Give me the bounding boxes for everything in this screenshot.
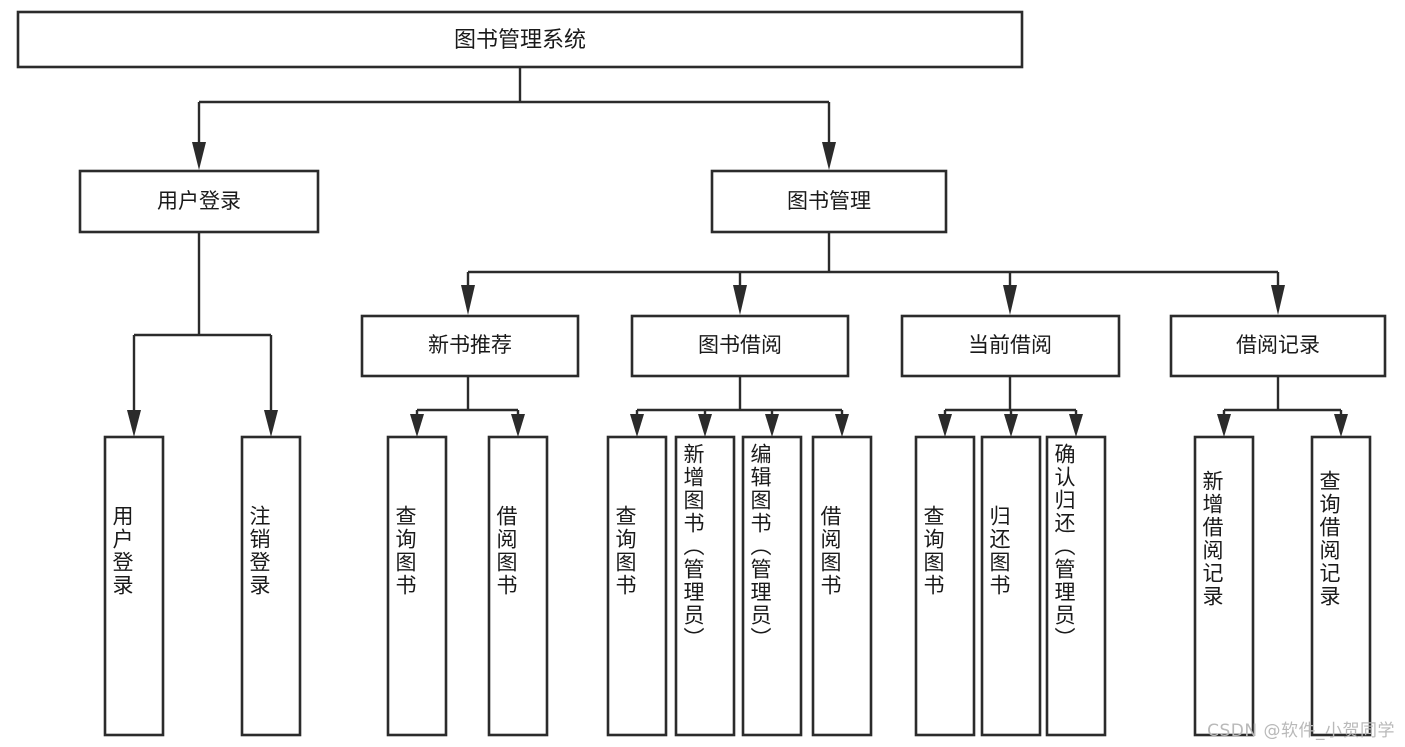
node-book-manage-box[interactable] [710,169,948,234]
node-leaf-borrow-edit-box[interactable] [741,435,803,737]
arrow-to-leaf-user-login [127,410,141,437]
arrow-to-leaf-rec-borrow [511,414,525,437]
arrow-to-leaf-rec-query2 [1334,414,1348,437]
node-current-borrow-label: 当前借阅 [968,333,1052,357]
arrow-to-leaf-cur-return [1004,414,1018,437]
arrow-to-leaf-rec-add [1217,414,1231,437]
node-leaf-user-login-box[interactable] [103,435,165,737]
connector-layer [127,67,1348,437]
node-leaf-borrow-add-box[interactable] [674,435,736,737]
node-leaf-rec-add-box[interactable] [1193,435,1255,737]
node-user-login-box[interactable] [78,169,320,234]
arrow-to-leaf-borrow-query [630,414,644,437]
node-leaf-borrow-lend-box[interactable] [811,435,873,737]
node-leaf-cur-query-box[interactable] [914,435,976,737]
arrow-to-leaf-borrow-edit [765,414,779,437]
node-leaf-rec-query-box[interactable] [386,435,448,737]
arrow-to-leaf-borrow-add [698,414,712,437]
node-book-borrow-label: 图书借阅 [698,333,782,357]
arrow-to-leaf-user-logout [264,410,278,437]
node-current-borrow-box[interactable] [900,314,1121,378]
node-layer: 图书管理系统 用户登录 图书管理 新书推荐 图书借阅 当前借阅 借阅记录 [16,10,1387,737]
node-leaf-cur-confirm-box[interactable] [1045,435,1107,737]
node-book-manage-label: 图书管理 [787,189,871,213]
arrow-to-leaf-cur-confirm [1069,414,1083,437]
node-book-borrow-box[interactable] [630,314,850,378]
node-new-book-rec-box[interactable] [360,314,580,378]
csdn-watermark: CSDN @软件_小贺同学 [1207,721,1395,741]
node-leaf-rec-borrow-box[interactable] [487,435,549,737]
arrow-to-leaf-borrow-lend [835,414,849,437]
arrow-to-leaf-rec-query [410,414,424,437]
node-borrow-record-label: 借阅记录 [1236,333,1320,357]
node-leaf-user-logout-box[interactable] [240,435,302,737]
node-borrow-record-box[interactable] [1169,314,1387,378]
arrow-to-book-manage [822,142,836,170]
node-new-book-rec-label: 新书推荐 [428,333,512,357]
arrow-to-new-book-rec [461,285,475,315]
node-leaf-borrow-query-box[interactable] [606,435,668,737]
arrow-to-current-borrow [1003,285,1017,315]
arrow-to-borrow-record [1271,285,1285,315]
arrow-to-user-login [192,142,206,170]
node-root-box[interactable] [16,10,1024,69]
arrow-to-book-borrow [733,285,747,315]
node-root-label: 图书管理系统 [454,28,586,53]
node-leaf-cur-return-box[interactable] [980,435,1042,737]
node-user-login-label: 用户登录 [157,189,241,213]
node-leaf-rec-query2-box[interactable] [1310,435,1372,737]
arrow-to-leaf-cur-query [938,414,952,437]
